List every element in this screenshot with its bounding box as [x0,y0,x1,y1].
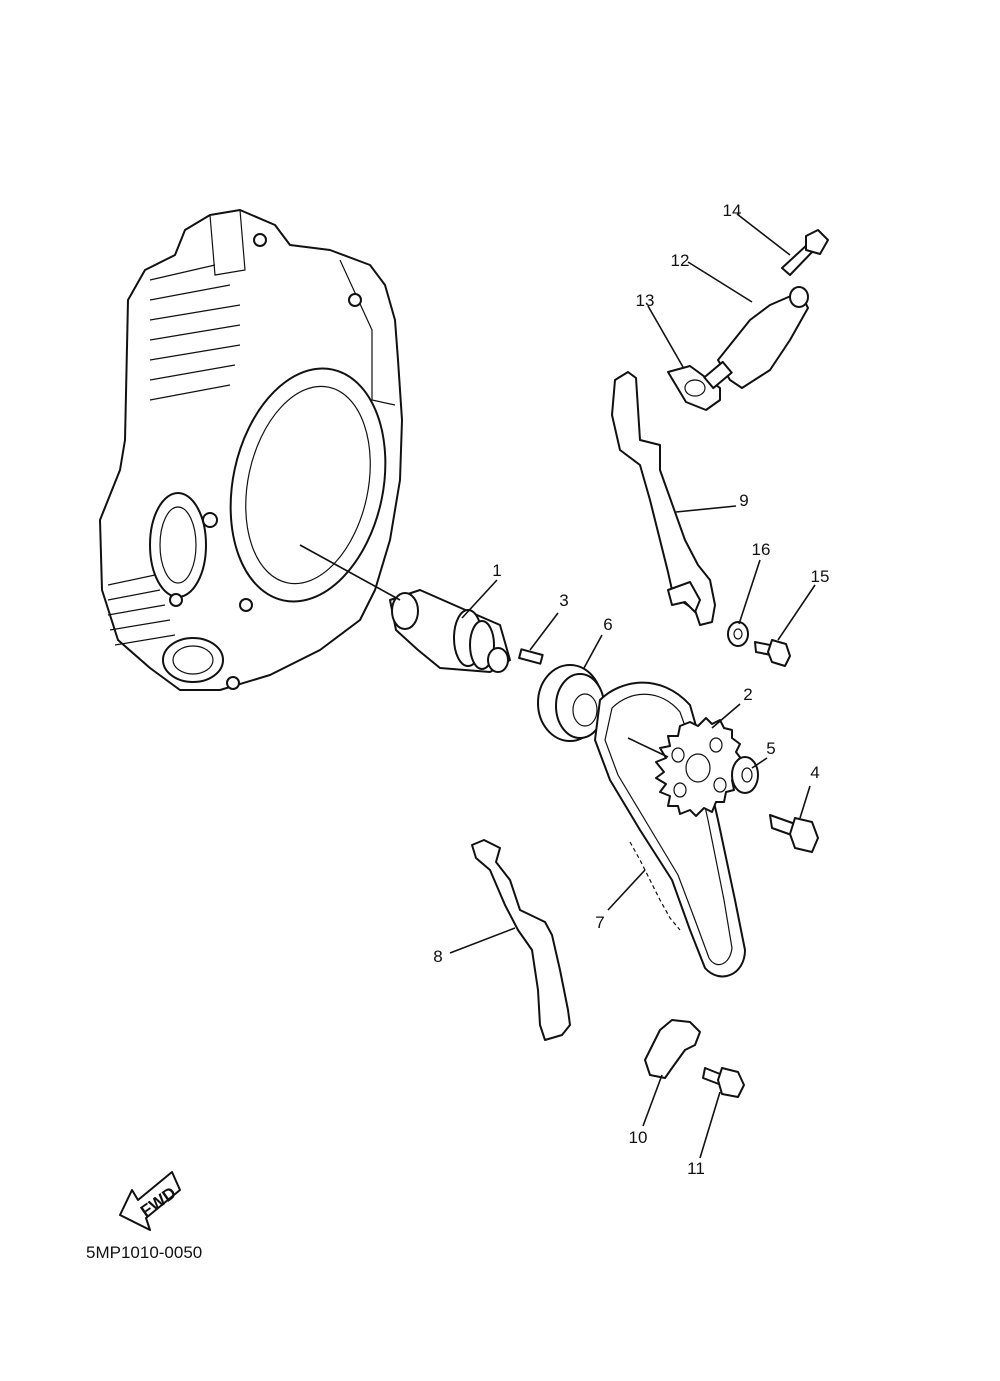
sprocket-washer-drawing [731,756,759,794]
guide-stopper-drawing [644,1019,701,1079]
callout-16: 16 [752,540,771,559]
callout-labels: 1 2 3 4 5 6 7 8 9 10 11 12 13 14 15 16 [433,201,829,1178]
leader-lines [299,213,816,1159]
stopper-bolt-drawing [702,1067,745,1098]
cylinder-head-drawing [99,209,403,691]
chain-guide-exhaust-drawing [471,839,571,1041]
sprocket-bolt-drawing [769,814,819,853]
cam-chain-drawing [594,681,746,978]
tensioner-drawing [667,229,829,411]
chain-guide-intake-drawing [611,371,716,626]
callout-14: 14 [723,201,742,220]
fwd-arrow-icon: FWD [119,1171,181,1231]
callout-6: 6 [603,615,612,634]
callout-4: 4 [810,763,819,782]
diagram-code: 5MP1010-0050 [86,1243,202,1262]
callout-8: 8 [433,947,442,966]
callout-2: 2 [743,685,752,704]
camshaft-drawing [389,589,511,673]
callout-9: 9 [739,491,748,510]
callout-11: 11 [687,1159,705,1178]
callout-3: 3 [559,591,568,610]
callout-12: 12 [671,251,690,270]
cam-sprocket-drawing [655,717,743,817]
callout-15: 15 [811,567,830,586]
callout-5: 5 [766,739,775,758]
pin-drawing [518,648,544,665]
callout-10: 10 [629,1128,648,1147]
callout-1: 1 [492,561,501,580]
callout-7: 7 [595,913,604,932]
callout-13: 13 [636,291,655,310]
decompressor-plate-drawing [537,664,605,742]
guide-washer-drawing [727,621,749,647]
guide-bolt-drawing [754,639,791,667]
